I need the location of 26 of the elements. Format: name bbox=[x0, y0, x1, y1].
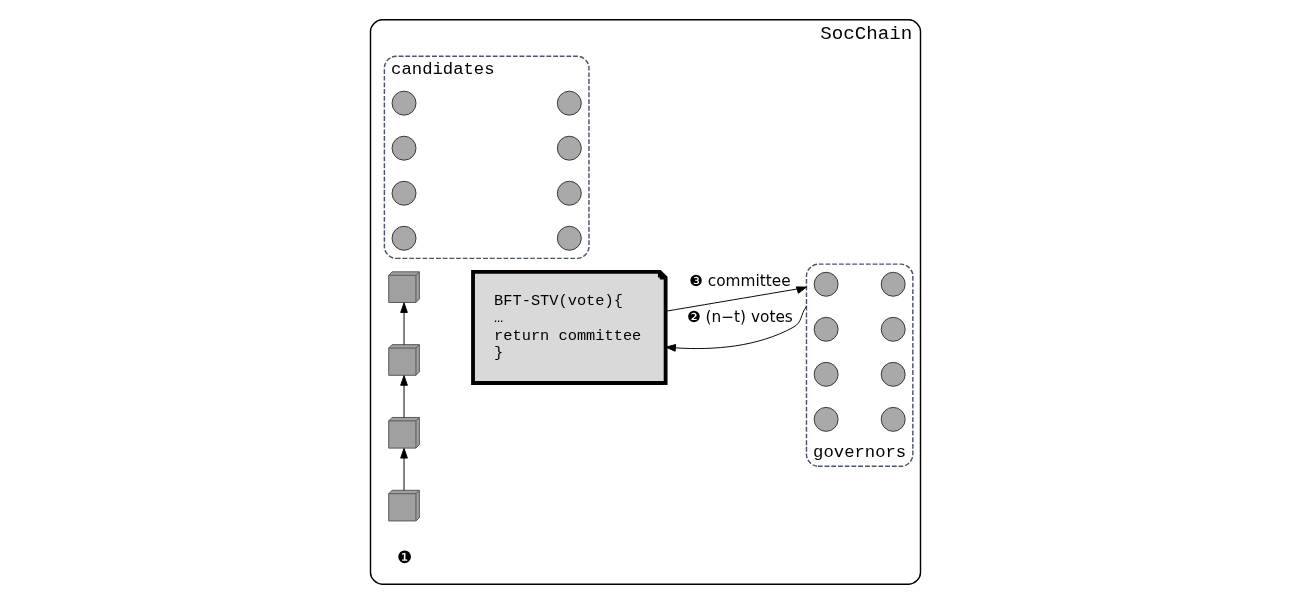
arrow bbox=[665, 305, 807, 352]
arrow bbox=[400, 375, 408, 418]
node-circle bbox=[813, 271, 839, 297]
cluster: governors bbox=[805, 263, 914, 468]
node-circle bbox=[813, 406, 839, 432]
node-circle bbox=[813, 361, 839, 387]
label: ❶ bbox=[396, 549, 412, 569]
node-circle bbox=[880, 271, 906, 297]
node-circle bbox=[880, 406, 906, 432]
node-circle bbox=[391, 90, 417, 116]
node-circle bbox=[556, 135, 582, 161]
cluster: candidates bbox=[383, 55, 590, 260]
node-circle bbox=[391, 225, 417, 251]
edge-label: ❷ (n−t) votes bbox=[686, 308, 793, 327]
node-circle bbox=[556, 225, 582, 251]
node-circle bbox=[391, 180, 417, 206]
edge-label: ❸ committee bbox=[689, 272, 791, 290]
node-circle bbox=[880, 361, 906, 387]
arrow bbox=[400, 302, 408, 346]
node-circle bbox=[556, 90, 582, 116]
node-circle bbox=[880, 316, 906, 342]
node-circle bbox=[391, 135, 417, 161]
node-circle bbox=[556, 180, 582, 206]
arrow bbox=[400, 448, 408, 491]
node-circle bbox=[813, 316, 839, 342]
arrow bbox=[665, 286, 807, 312]
